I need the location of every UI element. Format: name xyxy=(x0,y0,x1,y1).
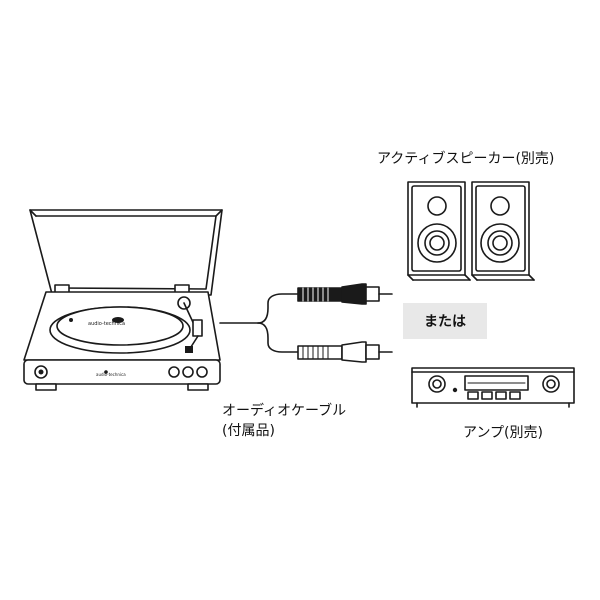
rca-plug-black xyxy=(297,283,393,305)
platter xyxy=(49,306,191,354)
amplifier-label: アンプ(別売) xyxy=(463,425,543,441)
or-label: または xyxy=(424,314,466,330)
amplifier-illustration xyxy=(411,367,575,408)
front-controls xyxy=(34,365,208,379)
audio-cable xyxy=(219,293,299,353)
dust-cover xyxy=(29,209,223,296)
turntable-illustration xyxy=(23,209,223,391)
speakers-label: アクティブスピーカー(別売) xyxy=(377,151,555,167)
turntable-brand-text: audio-technica xyxy=(88,321,125,327)
tonearm xyxy=(177,296,203,353)
or-box: または xyxy=(403,303,487,339)
turntable-front-brand-text: audio-technica xyxy=(96,372,126,377)
cable-label: オーディオケーブル xyxy=(222,403,347,419)
rca-plug-white xyxy=(297,341,393,363)
speaker-left xyxy=(407,181,471,281)
feet xyxy=(35,383,209,391)
active-speakers-illustration xyxy=(407,181,535,281)
cable-included-label: (付属品) xyxy=(222,423,275,439)
speaker-right xyxy=(471,181,535,281)
